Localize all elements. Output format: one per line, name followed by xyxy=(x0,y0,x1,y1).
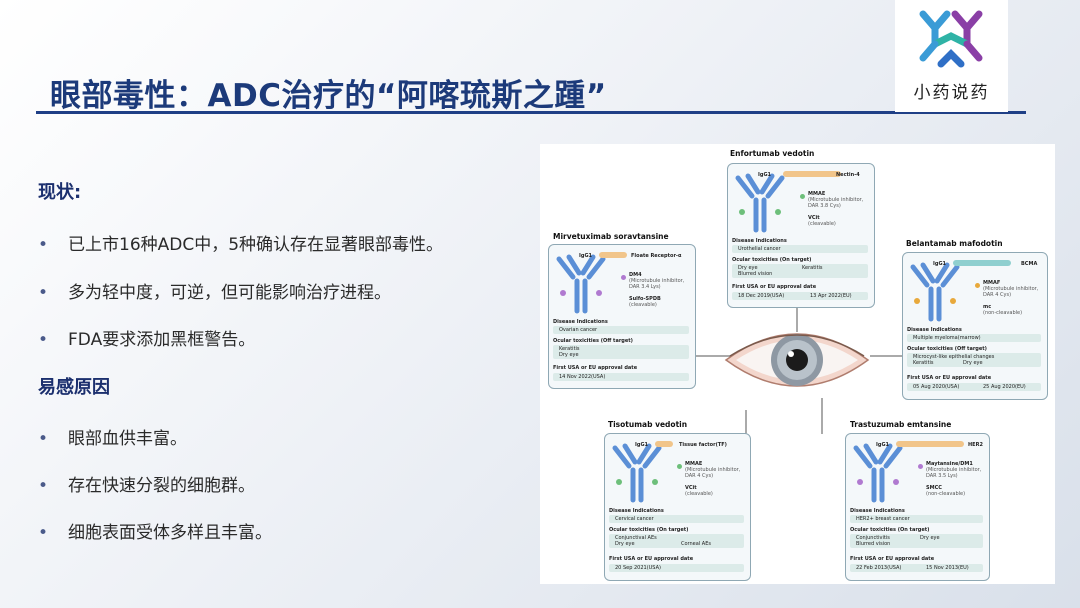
list-item: •已上市16种ADC中，5种确认存在显著眼部毒性。 xyxy=(38,235,444,255)
antibody-icon xyxy=(853,443,903,503)
antibody-icon xyxy=(556,254,606,314)
payload-dot-icon xyxy=(677,464,682,469)
card-title: Tisotumab vedotin xyxy=(608,420,688,429)
logo-text: 小药说药 xyxy=(913,83,990,103)
list-item: •细胞表面受体多样且丰富。 xyxy=(38,523,272,543)
eye-illustration-icon xyxy=(724,333,870,387)
list-item: •眼部血供丰富。 xyxy=(38,429,187,449)
drug-card-tisotumab: IgG1 Tissue factor(TF) MMAE (Microtubule… xyxy=(604,433,751,581)
antibody-icon xyxy=(735,173,785,233)
antigen-icon xyxy=(655,441,673,447)
card-title: Enfortumab vedotin xyxy=(730,149,815,158)
page-title: 眼部毒性：ADC治疗的“阿喀琉斯之踵” xyxy=(50,78,607,114)
antigen-icon xyxy=(896,441,964,447)
section-heading-status: 现状: xyxy=(38,182,82,203)
list-item: •多为轻中度，可逆，但可能影响治疗进程。 xyxy=(38,283,391,303)
list-item: •FDA要求添加黑框警告。 xyxy=(38,330,256,350)
card-title: Mirvetuximab soravtansine xyxy=(553,232,669,241)
payload-dot-icon xyxy=(621,275,626,280)
payload-dot-icon xyxy=(975,283,980,288)
antigen-icon xyxy=(599,252,627,258)
adc-ocular-toxicity-figure: Enfortumab vedotin IgG1 Nectin-4 MMAE (M… xyxy=(540,144,1055,584)
logo: 小药说药 xyxy=(895,0,1008,112)
drug-card-trastuzumab: IgG1 HER2 Maytansine/DM1 (Microtubule in… xyxy=(845,433,990,581)
antibody-icon xyxy=(910,262,960,322)
payload-dot-icon xyxy=(918,464,923,469)
molecule-logo-icon xyxy=(919,10,983,68)
card-title: Belantamab mafodotin xyxy=(906,239,1003,248)
antibody-icon xyxy=(612,443,662,503)
title-underline xyxy=(36,111,1026,114)
payload-dot-icon xyxy=(800,194,805,199)
drug-card-belantamab: IgG1 BCMA MMAF (Microtubule inhibitor, D… xyxy=(902,252,1048,400)
drug-card-mirvetuximab: IgG1 Floate Receptor-α DM4 (Microtubule … xyxy=(548,244,696,389)
section-heading-causes: 易感原因 xyxy=(38,377,110,398)
antigen-icon xyxy=(953,260,1011,266)
list-item: •存在快速分裂的细胞群。 xyxy=(38,476,255,496)
drug-card-enfortumab: IgG1 Nectin-4 MMAE (Microtubule inhibito… xyxy=(727,163,875,308)
card-title: Trastuzumab emtansine xyxy=(850,420,952,429)
antigen-icon xyxy=(783,171,841,177)
